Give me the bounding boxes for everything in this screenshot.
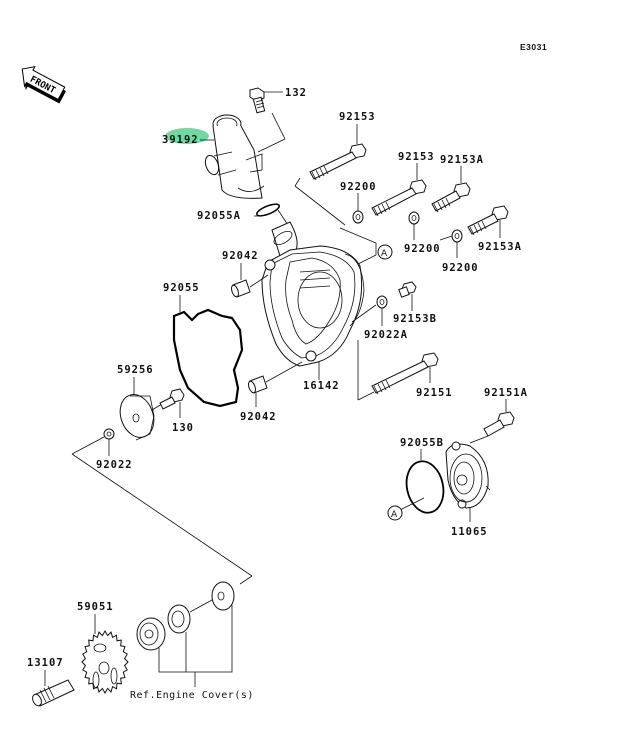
o-ring-92055B[interactable] (402, 458, 448, 516)
washer-92200-left[interactable] (352, 210, 364, 224)
gear-hole (110, 667, 118, 685)
washer-92200-mid[interactable] (408, 211, 420, 225)
shaft-13107[interactable] (31, 679, 75, 707)
ball-bearing[interactable] (136, 617, 166, 651)
marker-a2-label: A (391, 510, 398, 520)
label-92151[interactable]: 92151 (416, 387, 453, 399)
diagram-code: E3031 (520, 42, 547, 52)
label-92022A[interactable]: 92022A (364, 329, 408, 341)
dowel-92042-top[interactable] (230, 279, 251, 298)
label-92042-bottom[interactable]: 92042 (240, 411, 277, 423)
label-92022[interactable]: 92022 (96, 459, 133, 471)
oil-seal[interactable] (211, 581, 235, 611)
pipe-39192[interactable] (165, 114, 265, 199)
bolt-92153-top[interactable] (309, 143, 367, 181)
bolt-92153B[interactable] (398, 281, 417, 298)
label-59051[interactable]: 59051 (77, 601, 114, 613)
bolt-130[interactable] (159, 388, 185, 410)
label-92153-top[interactable]: 92153 (339, 111, 376, 123)
bolt-92153A-right[interactable] (467, 205, 509, 236)
label-132[interactable]: 132 (285, 87, 307, 99)
label-92153A-top[interactable]: 92153A (440, 154, 484, 166)
marker-a-label: A (381, 249, 388, 259)
label-92151A[interactable]: 92151A (484, 387, 528, 399)
label-13107[interactable]: 13107 (27, 657, 64, 669)
reference-marker-a (377, 244, 393, 260)
highlight-marker (165, 128, 209, 144)
bolt-92153A-top[interactable] (431, 182, 471, 213)
bolt-92151[interactable] (371, 352, 439, 395)
gear-hole (98, 661, 110, 675)
label-59256[interactable]: 59256 (117, 364, 154, 376)
dowel-92042-bottom[interactable] (247, 375, 268, 394)
bolt-92151A[interactable] (483, 411, 515, 437)
washer-92022[interactable] (103, 428, 115, 440)
label-92055A[interactable]: 92055A (197, 210, 241, 222)
bolt-132[interactable] (249, 87, 266, 114)
label-39192[interactable]: 39192 (162, 134, 199, 146)
label-92055[interactable]: 92055 (163, 282, 200, 294)
needle-bearing[interactable] (167, 604, 191, 634)
label-16142[interactable]: 16142 (303, 380, 340, 392)
gasket-92055[interactable] (172, 308, 244, 408)
label-130[interactable]: 130 (172, 422, 194, 434)
label-92200-left[interactable]: 92200 (340, 181, 377, 193)
impeller-59256[interactable] (114, 390, 159, 442)
ref-engine-cover-note: Ref.Engine Cover(s) (130, 690, 254, 701)
label-92153-mid[interactable]: 92153 (398, 151, 435, 163)
label-92153B[interactable]: 92153B (393, 313, 437, 325)
o-ring-92055A[interactable] (255, 202, 280, 218)
gear-hole (92, 671, 100, 689)
label-92153A-right[interactable]: 92153A (478, 241, 522, 253)
label-92200-right[interactable]: 92200 (442, 262, 479, 274)
reference-marker-a-2 (387, 505, 403, 521)
bolt-92153-mid[interactable] (371, 179, 427, 217)
label-92055B[interactable]: 92055B (400, 437, 444, 449)
front-arrow-icon: FRONT (21, 66, 66, 104)
gear-hole (93, 643, 107, 653)
water-pump-cover-16142[interactable] (261, 221, 365, 367)
label-92200-mid[interactable]: 92200 (404, 243, 441, 255)
gear-59051[interactable] (81, 629, 129, 695)
label-11065[interactable]: 11065 (451, 526, 488, 538)
label-92042-top[interactable]: 92042 (222, 250, 259, 262)
washer-92200-right[interactable] (451, 229, 463, 243)
washer-92022A[interactable] (376, 295, 388, 309)
pump-cover-11065[interactable] (445, 441, 489, 509)
